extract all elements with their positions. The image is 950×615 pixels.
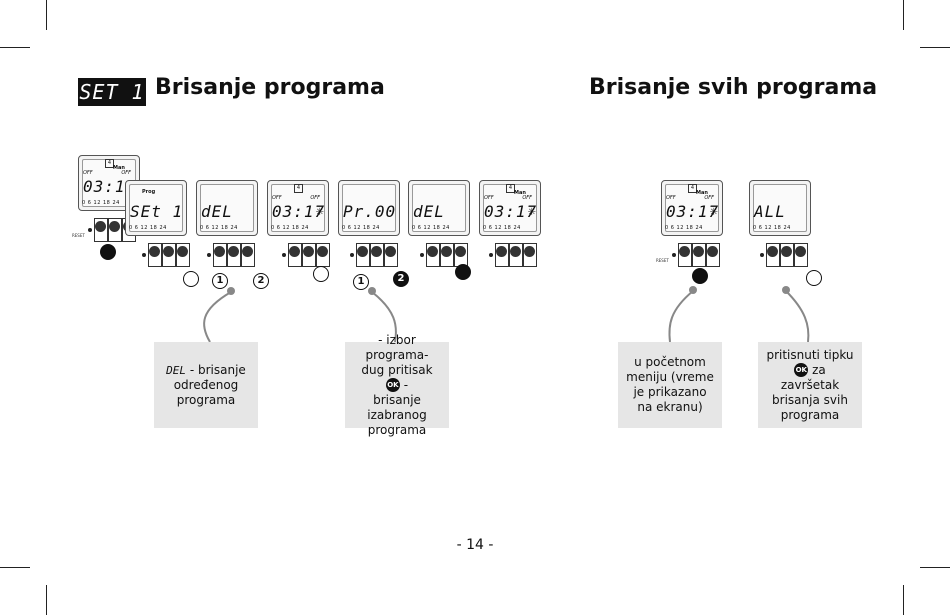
lcd-screen-program: Pr.00 0 6 12 18 24 — [338, 180, 400, 236]
button-knob[interactable] — [767, 246, 778, 257]
lcd-screen-home: 4 Man OFF OFF 03:17 ✳ 0 6 12 18 24 — [661, 180, 723, 236]
button-knob[interactable] — [357, 246, 368, 257]
snowflake-icon: ✳ — [709, 207, 718, 218]
press-indicator — [313, 266, 329, 282]
button-knob[interactable] — [163, 246, 174, 257]
button-panel — [760, 243, 810, 269]
page-number: - 14 - — [456, 537, 494, 553]
button-knob[interactable] — [496, 246, 507, 257]
button-panel — [672, 243, 722, 269]
section-title-left: Brisanje programa — [155, 75, 385, 100]
snowflake-icon: ✳ — [315, 207, 324, 218]
button-knob[interactable] — [317, 246, 328, 257]
button-panel — [350, 243, 400, 269]
step-2-marker: 2 — [393, 271, 409, 287]
button-knob[interactable] — [228, 246, 239, 257]
callout-select-program: - izbor programa- dug pritisak OK - bris… — [345, 333, 449, 437]
step-1-marker: 1 — [353, 274, 369, 290]
button-knob[interactable] — [510, 246, 521, 257]
button-knob[interactable] — [524, 246, 535, 257]
crop-mark — [920, 567, 950, 568]
button-knob[interactable] — [371, 246, 382, 257]
section-title-right: Brisanje svih programa — [589, 75, 878, 100]
button-knob[interactable] — [455, 246, 466, 257]
button-knob[interactable] — [707, 246, 718, 257]
button-knob[interactable] — [795, 246, 806, 257]
lcd-time: 03:17 — [83, 177, 137, 196]
set-badge: SET 1 — [78, 78, 146, 106]
lcd-screen-set: Prog SEt 1 0 6 12 18 24 — [125, 180, 187, 236]
step-2-marker: 2 — [253, 273, 269, 289]
press-indicator — [692, 268, 708, 284]
callout-finish-delete: pritisnuti tipku OK za završetak brisanj… — [758, 342, 862, 428]
lcd-screen-all: ALL 0 6 12 18 24 — [749, 180, 811, 236]
button-knob[interactable] — [385, 246, 396, 257]
lcd-screen-home: 4 Man OFF OFF 03:17 ✳ 0 6 12 18 24 — [479, 180, 541, 236]
button-knob[interactable] — [149, 246, 160, 257]
button-knob[interactable] — [427, 246, 438, 257]
button-panel — [420, 243, 470, 269]
crop-mark — [46, 585, 47, 615]
press-indicator — [100, 244, 116, 260]
crop-mark — [903, 585, 904, 615]
button-knob[interactable] — [693, 246, 704, 257]
button-knob[interactable] — [781, 246, 792, 257]
crop-mark — [0, 47, 30, 48]
button-knob[interactable] — [289, 246, 300, 257]
button-panel — [282, 243, 332, 269]
button-knob[interactable] — [95, 221, 106, 232]
button-panel — [142, 243, 192, 269]
crop-mark — [903, 0, 904, 30]
press-indicator — [183, 271, 199, 287]
lcd-screen-time: 4 OFF OFF 03:17 ✳ 0 6 12 18 24 — [267, 180, 329, 236]
button-knob[interactable] — [242, 246, 253, 257]
snowflake-icon: ✳ — [527, 207, 536, 218]
lcd-screen-del: dEL 0 6 12 18 24 — [196, 180, 258, 236]
crop-mark — [46, 0, 47, 30]
button-knob[interactable] — [303, 246, 314, 257]
button-knob[interactable] — [441, 246, 452, 257]
button-panel — [489, 243, 539, 269]
press-indicator — [806, 270, 822, 286]
reset-label: RESET — [72, 233, 85, 238]
button-knob[interactable] — [214, 246, 225, 257]
ok-button-icon: OK — [385, 378, 400, 392]
lcd-screen-del: dEL 0 6 12 18 24 — [408, 180, 470, 236]
button-knob[interactable] — [109, 221, 120, 232]
press-indicator — [455, 264, 471, 280]
step-1-marker: 1 — [212, 273, 228, 289]
crop-mark — [0, 567, 30, 568]
reset-label: RESET — [656, 258, 669, 263]
crop-mark — [920, 47, 950, 48]
button-knob[interactable] — [679, 246, 690, 257]
ok-button-icon: OK — [794, 363, 809, 377]
callout-delete-program: DEL - brisanje određenog programa — [154, 342, 258, 428]
callout-home-menu: u početnom meniju (vreme je prikazano na… — [618, 342, 722, 428]
button-panel — [207, 243, 257, 269]
button-knob[interactable] — [177, 246, 188, 257]
